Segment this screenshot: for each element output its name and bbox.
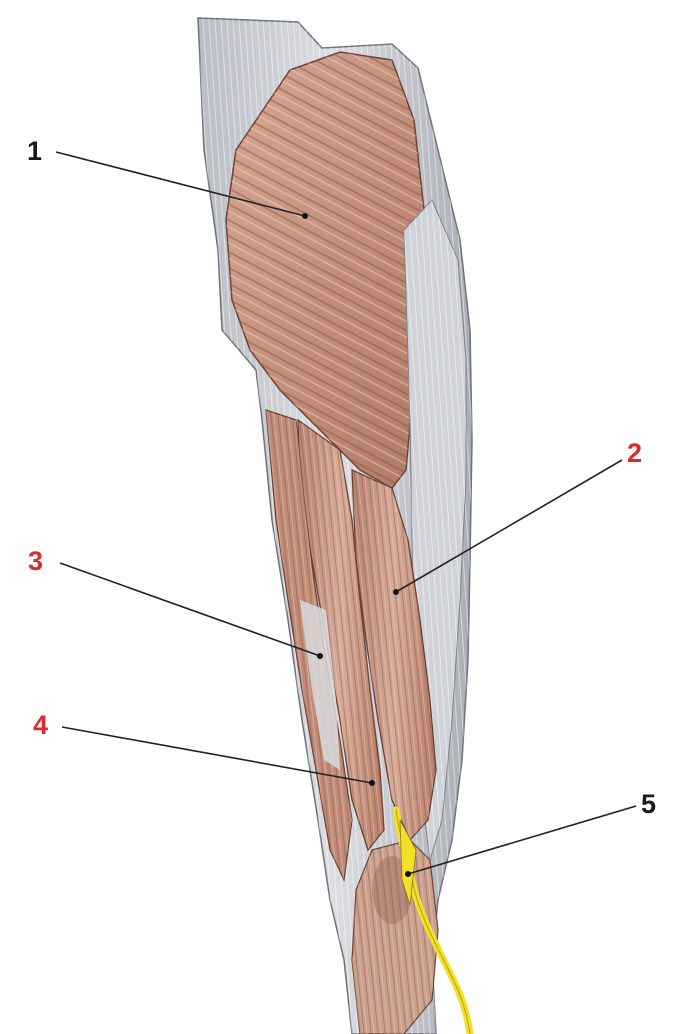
label-5: 5 bbox=[641, 789, 657, 819]
tendon-highlight bbox=[300, 600, 340, 770]
label-3: 3 bbox=[28, 546, 44, 576]
label-4: 4 bbox=[33, 710, 49, 740]
leader-dots bbox=[302, 213, 411, 877]
label-2: 2 bbox=[627, 438, 643, 468]
leader-lines bbox=[55, 151, 637, 875]
label-1: 1 bbox=[27, 136, 43, 166]
